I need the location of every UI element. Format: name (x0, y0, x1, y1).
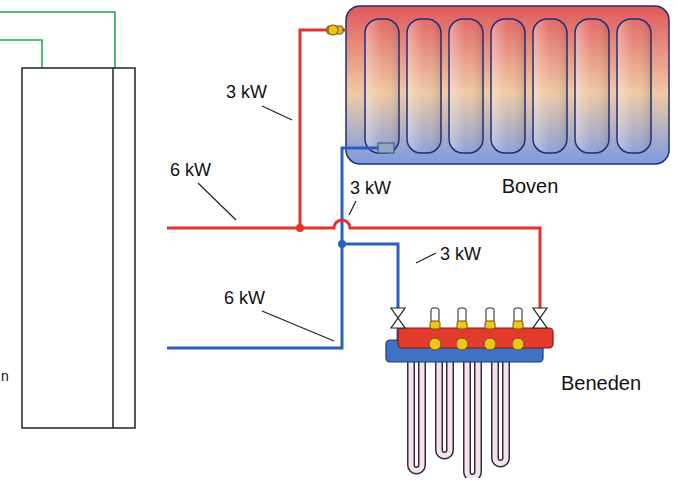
leader-line (416, 253, 436, 263)
radiator-valve (327, 26, 343, 34)
return-pipe (342, 244, 398, 308)
node-label: Boven (502, 175, 559, 198)
leader-line (198, 183, 236, 220)
flow-meter-cap (430, 321, 440, 329)
loop-fitting (512, 338, 524, 350)
return-pipe (167, 148, 345, 348)
power-label: 6 kW (224, 288, 265, 309)
flow-meter-cap (485, 321, 495, 329)
junction-dot (338, 240, 346, 248)
radiator-column (491, 19, 525, 153)
radiator-valve (328, 25, 338, 35)
floor-loop (439, 360, 450, 456)
power-label: 3 kW (350, 178, 391, 199)
leader-line (262, 311, 334, 341)
manifold-shape (383, 300, 558, 478)
radiator-column (575, 19, 609, 153)
floor-loop (495, 360, 506, 464)
leader-line (349, 201, 356, 215)
flow-meter (458, 308, 466, 322)
radiator-column (449, 19, 483, 153)
return-pipe (345, 147, 378, 150)
radiator-column (365, 19, 399, 153)
power-label: 3 kW (440, 244, 481, 265)
flow-meter (486, 308, 494, 322)
node-label: Beneden (561, 372, 641, 395)
junction-dot (296, 224, 304, 232)
radiator-column (617, 19, 651, 153)
flow-meter-cap (457, 321, 467, 329)
power-label: 3 kW (226, 82, 267, 103)
green-pipe (0, 40, 42, 68)
radiator: Boven (345, 5, 670, 165)
supply-pipe (300, 220, 540, 308)
return-connector (378, 143, 394, 153)
manifold: Beneden (383, 300, 558, 478)
radiator-column (533, 19, 567, 153)
floor-loop (467, 360, 478, 478)
boiler-housing (22, 68, 135, 428)
radiator-column (407, 19, 441, 153)
shutoff-valve (533, 308, 547, 328)
floor-loop (411, 360, 422, 471)
floor-loop (411, 360, 422, 471)
loop-fitting (429, 338, 441, 350)
radiator-shape (345, 5, 670, 165)
loop-fitting (484, 338, 496, 350)
floor-loop (439, 360, 450, 456)
radiator-body (346, 6, 669, 164)
green-pipe (0, 12, 115, 68)
leader-line (262, 106, 292, 120)
floor-loop (467, 360, 478, 478)
boiler-divider (112, 68, 114, 428)
flow-meter (431, 308, 439, 322)
loop-fitting (456, 338, 468, 350)
shutoff-valve (391, 308, 405, 328)
flow-meter-cap (513, 321, 523, 329)
supply-pipe (167, 30, 345, 228)
flow-meter (514, 308, 522, 322)
cut-off-text: n (1, 368, 9, 384)
power-label: 6 kW (170, 160, 211, 181)
supply-manifold (398, 328, 553, 348)
floor-loop (495, 360, 506, 464)
